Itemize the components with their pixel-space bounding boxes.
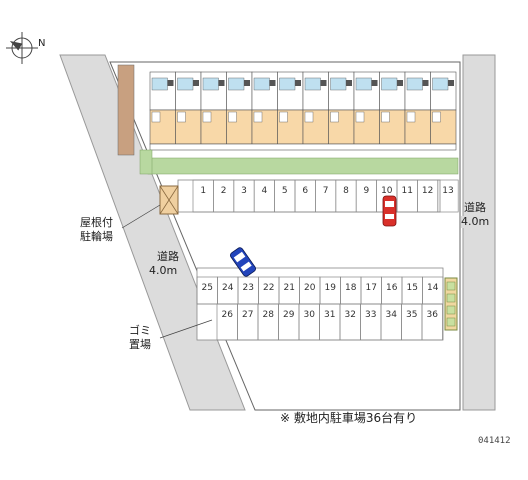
- apartment-unit: [277, 71, 304, 145]
- parking-space-number: 17: [366, 283, 377, 293]
- parking-space-number: 24: [222, 283, 234, 293]
- parking-space-number: 14: [427, 283, 439, 293]
- apartment-unit: [302, 71, 329, 145]
- parking-space-number: 6: [302, 186, 308, 196]
- parking-space-number: 20: [304, 283, 316, 293]
- parking-space-number: 16: [386, 283, 398, 293]
- parking-space-number: 4: [262, 186, 268, 196]
- apartment-unit: [175, 71, 202, 145]
- parking-space-number: 3: [241, 186, 247, 196]
- apartment-unit: [251, 71, 278, 145]
- parking-space-number: 5: [282, 186, 288, 196]
- parking-space-number: 2: [221, 186, 227, 196]
- building-wall: [117, 64, 135, 156]
- hedge-left: [139, 149, 153, 175]
- apartment-balcony: [149, 143, 457, 151]
- road-right-label-2: 4.0m: [461, 215, 490, 228]
- parking-space-number: 32: [345, 310, 356, 320]
- apartment-unit: [404, 71, 431, 145]
- parking-row-bottom: 26 27 28 29 30 31 32 33 34 35 36: [216, 303, 443, 341]
- garbage-station: [444, 277, 458, 331]
- red-car: [382, 195, 397, 227]
- parking-space-number: 30: [304, 310, 316, 320]
- parking-space: 36: [421, 303, 443, 341]
- parking-space-number: 10: [381, 186, 393, 196]
- apartment-unit: [200, 71, 227, 145]
- parking-space-number: 36: [427, 310, 439, 320]
- road-center-label-1: 道路: [157, 250, 179, 263]
- parking-space-number: 9: [364, 186, 370, 196]
- garbage-label-1: ゴミ: [129, 324, 151, 337]
- parking-space: 13: [437, 179, 459, 213]
- garbage-label-leader: [159, 319, 213, 339]
- parking-space-number: 34: [386, 310, 398, 320]
- parking-space-number: 27: [242, 310, 253, 320]
- parking-space-number: 19: [325, 283, 337, 293]
- parking-space-number: 8: [343, 186, 349, 196]
- parking-space-number: 29: [283, 310, 295, 320]
- parking-space-number: 15: [407, 283, 418, 293]
- bike-shelter: [159, 185, 179, 215]
- garbage-label-2: 置場: [129, 338, 151, 351]
- blue-car: [230, 247, 256, 277]
- parking-space-number: 33: [365, 310, 376, 320]
- parking-count-note: ※ 敷地内駐車場36台有り: [280, 411, 418, 425]
- apartment-unit: [379, 71, 406, 145]
- parking-space-number: 22: [263, 283, 274, 293]
- bike-parking-label-2: 駐輪場: [80, 230, 113, 243]
- parking-space-number: 11: [401, 186, 412, 196]
- apartment-unit: [328, 71, 355, 145]
- parking-space-number: 13: [442, 186, 453, 196]
- apartment-unit: [149, 71, 176, 145]
- road-center-label-2: 4.0m: [149, 264, 178, 277]
- right-road: [462, 54, 496, 411]
- parking-space-number: 26: [222, 310, 234, 320]
- parking-space-number: 28: [263, 310, 275, 320]
- parking-space-number: 21: [284, 283, 295, 293]
- top-row-area: [177, 179, 441, 213]
- apartment-building: [149, 71, 457, 151]
- bike-label-leader: [121, 204, 161, 229]
- parking-space-number: 35: [406, 310, 417, 320]
- hedge-strip: [147, 157, 459, 175]
- compass-north-label: N: [38, 38, 46, 49]
- apartment-unit: [226, 71, 253, 145]
- road-right-label-1: 道路: [464, 201, 486, 214]
- parking-space-number: 23: [243, 283, 254, 293]
- apartment-unit: [430, 71, 457, 145]
- parking-space-number: 7: [323, 186, 329, 196]
- compass-icon: [6, 32, 38, 64]
- parking-space-number: 18: [345, 283, 357, 293]
- parking-space-number: 25: [202, 283, 213, 293]
- parking-space-number: 12: [422, 186, 433, 196]
- bike-parking-label-1: 屋根付: [80, 216, 113, 229]
- parking-space-number: 1: [200, 186, 206, 196]
- parking-space-number: 31: [324, 310, 335, 320]
- parking-row-middle: 25 24 23 22 21 20 19 18 17 16 15 14: [196, 276, 444, 305]
- property-code: 041412: [478, 436, 511, 446]
- apartment-unit: [353, 71, 380, 145]
